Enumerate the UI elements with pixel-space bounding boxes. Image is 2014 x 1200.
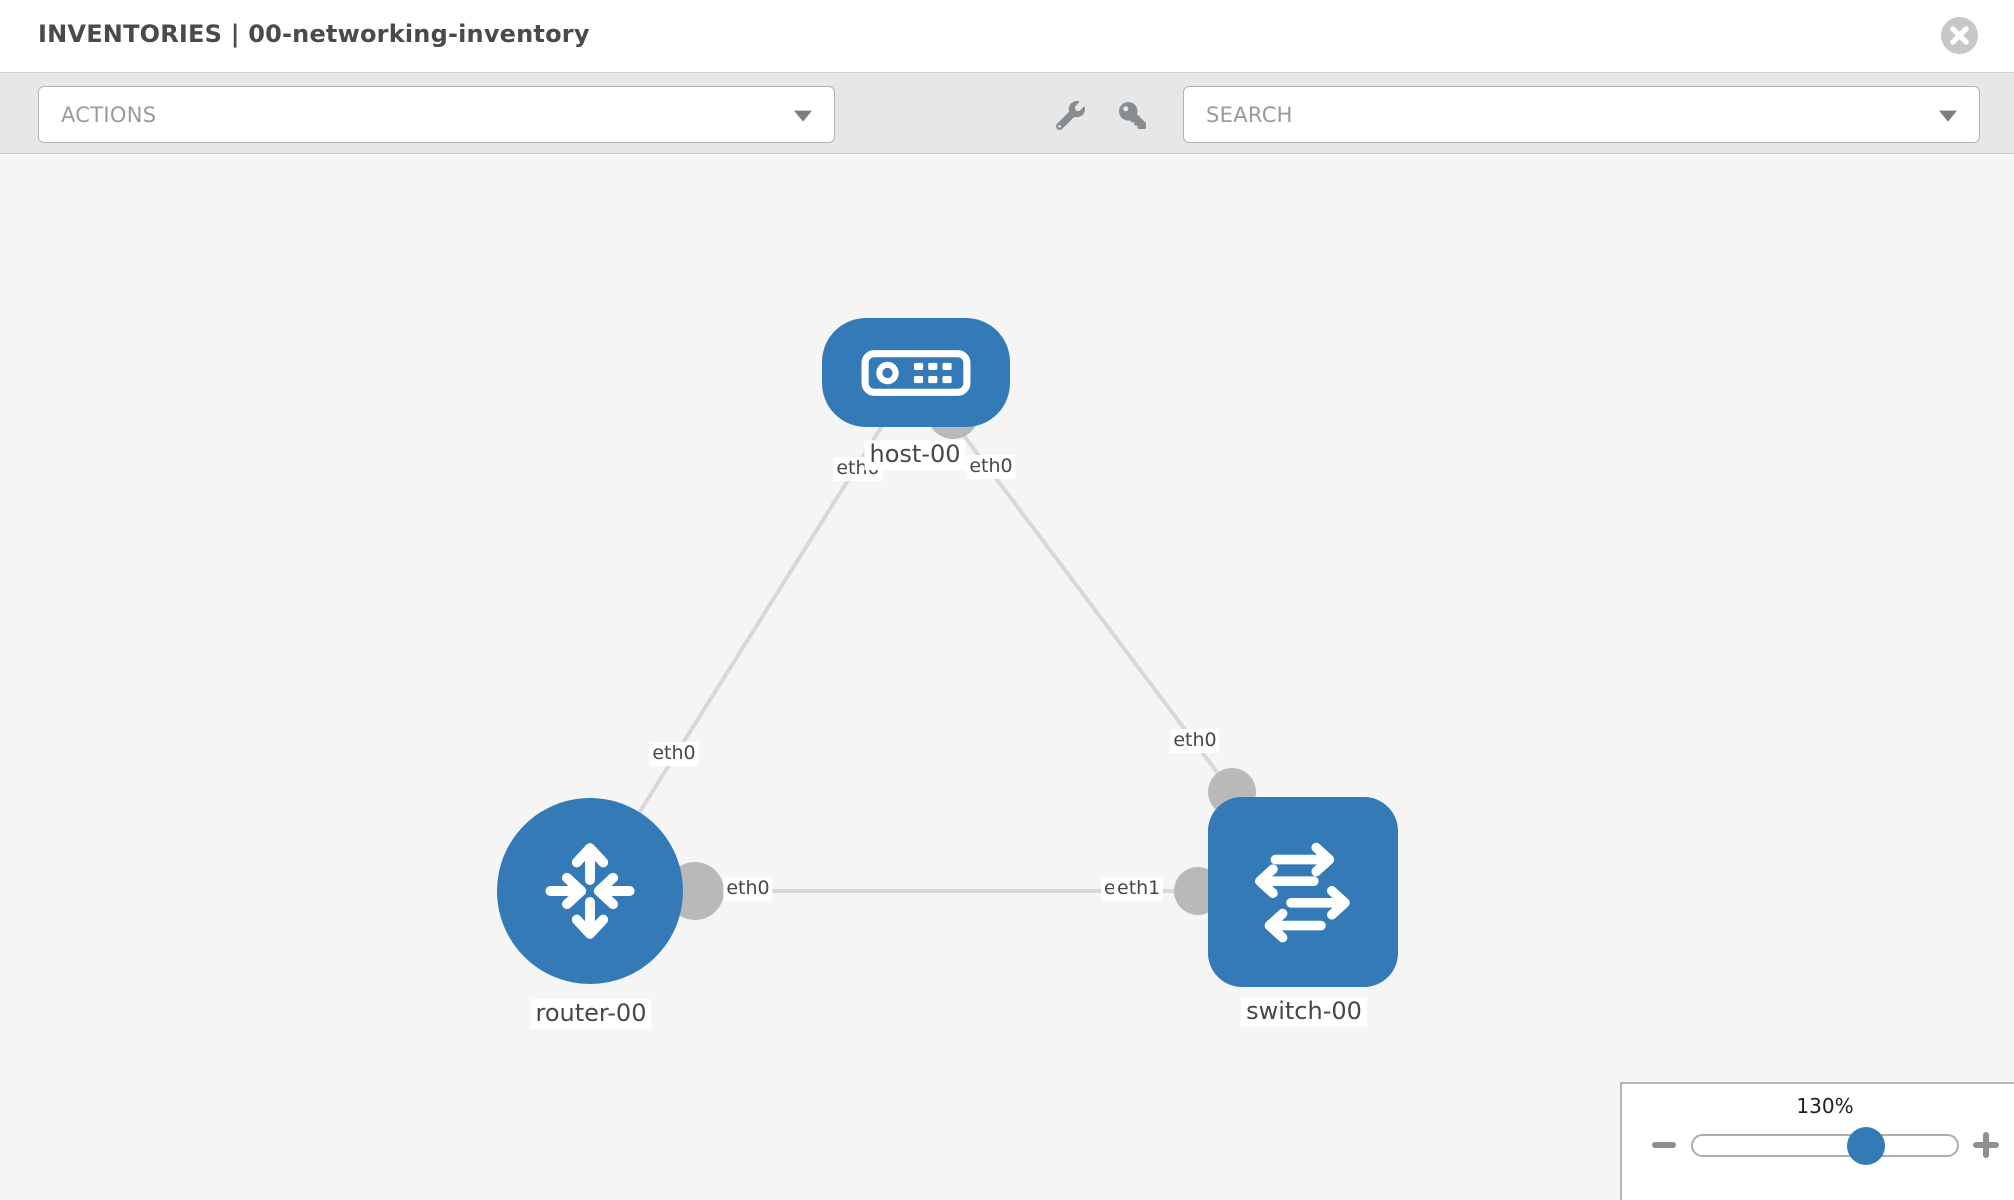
credentials-button[interactable] — [1112, 95, 1152, 135]
zoom-slider-track[interactable] — [1691, 1134, 1959, 1157]
edge-host-switch — [914, 370, 1234, 794]
chevron-down-icon — [1939, 110, 1957, 122]
zoom-level-value: 130% — [1796, 1094, 1854, 1118]
node-label-router-00: router-00 — [530, 999, 652, 1029]
tools-button[interactable] — [1050, 95, 1090, 135]
page-title: INVENTORIES | 00-networking-inventory — [38, 20, 590, 48]
actions-dropdown-label: ACTIONS — [61, 102, 157, 127]
host-icon — [861, 349, 971, 396]
interface-label-switch-eth0-uplink: eth0 — [1170, 729, 1220, 753]
close-icon — [1950, 26, 1969, 45]
interface-label-host-eth0-right: eth0 — [966, 455, 1016, 479]
node-label-host-00: host-00 — [864, 440, 966, 470]
node-switch-00[interactable] — [1208, 797, 1398, 987]
actions-dropdown[interactable]: ACTIONS — [38, 86, 835, 143]
chevron-down-icon — [794, 110, 812, 122]
interface-label-router-eth0: eth0 — [723, 877, 773, 901]
zoom-panel: 130% — [1620, 1082, 2014, 1200]
search-dropdown[interactable]: SEARCH — [1183, 86, 1980, 143]
topology-edges — [588, 370, 1256, 920]
zoom-out-button[interactable] — [1644, 1125, 1684, 1165]
zoom-slider-thumb[interactable] — [1847, 1127, 1885, 1165]
node-router-00[interactable] — [497, 798, 683, 984]
zoom-in-button[interactable] — [1966, 1125, 2006, 1165]
header: INVENTORIES | 00-networking-inventory — [0, 0, 2014, 72]
router-icon — [545, 843, 635, 939]
plus-icon — [1972, 1131, 2000, 1159]
node-host-00[interactable] — [822, 318, 1010, 427]
toolbar: ACTIONS SEARCH — [0, 72, 2014, 154]
node-label-switch-00: switch-00 — [1241, 997, 1367, 1027]
topology-canvas[interactable]: eth0 eth0 eth0 eth0 eth0 eth0 eth1 host-… — [0, 155, 2014, 1200]
minus-icon — [1652, 1142, 1676, 1148]
switch-icon — [1255, 842, 1350, 943]
key-icon — [1118, 101, 1146, 129]
interface-label-router-eth0-uplink: eth0 — [649, 742, 699, 766]
wrench-icon — [1055, 100, 1085, 130]
search-dropdown-label: SEARCH — [1206, 102, 1293, 127]
close-button[interactable] — [1941, 17, 1978, 54]
interface-label-switch-eth1: eth1 — [1114, 877, 1164, 901]
